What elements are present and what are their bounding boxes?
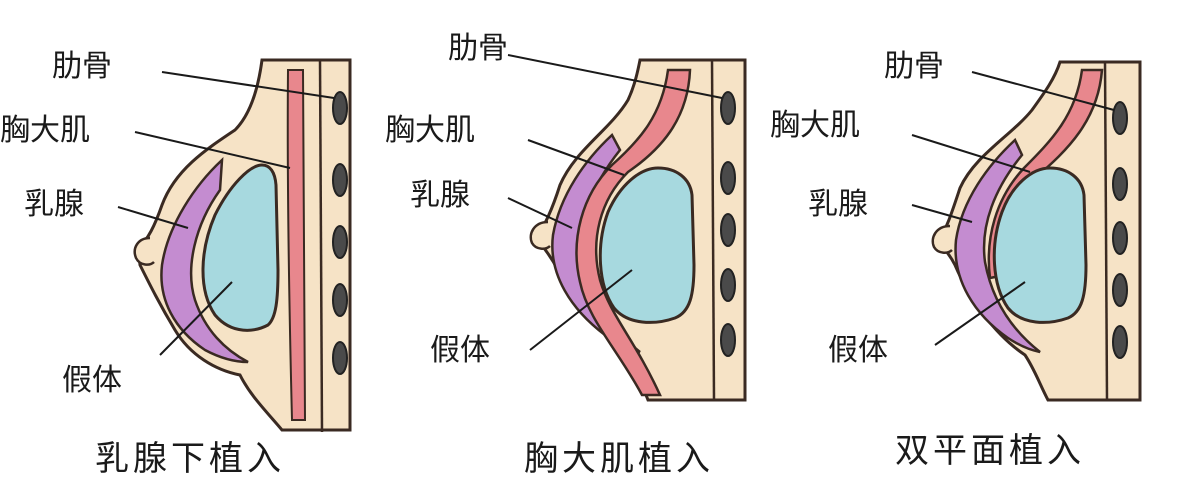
leader-lines: [911, 71, 1115, 346]
rib-icon: [1112, 167, 1128, 201]
label-implant: 假体: [430, 333, 490, 368]
rib-icon: [332, 91, 348, 125]
pectoral-muscle: [575, 68, 692, 397]
rib-icon: [332, 341, 348, 375]
label-pectoral-muscle: 胸大肌: [385, 113, 475, 148]
leader-line-implant: [159, 281, 233, 356]
leader-line-implant: [934, 281, 1026, 346]
leader-line-rib: [507, 54, 723, 99]
rib-icon: [1112, 273, 1128, 307]
caption-subglandular: 乳腺下植入: [95, 439, 285, 479]
rib-icon: [720, 91, 736, 125]
chest-wall-line: [710, 59, 716, 401]
chest-wall-line: [1103, 61, 1109, 401]
ribs: [332, 91, 348, 375]
rib-icon: [332, 225, 348, 259]
caption-dual-plane: 双平面植入: [895, 431, 1085, 471]
nipple: [529, 220, 551, 250]
panel-subglandular: 肋骨 胸大肌 乳腺 假体 乳腺下植入: [0, 49, 352, 479]
label-implant: 假体: [62, 363, 122, 398]
breast-implant: [992, 166, 1088, 324]
nipple: [133, 236, 155, 266]
leader-line-gland: [117, 206, 189, 229]
rib-icon: [720, 161, 736, 195]
label-rib: 肋骨: [884, 49, 944, 84]
label-gland: 乳腺: [24, 187, 84, 222]
leader-line-rib: [971, 71, 1115, 111]
ribs: [1112, 101, 1128, 359]
ribs: [720, 91, 736, 357]
mammary-gland: [954, 137, 1041, 354]
label-pectoral-muscle: 胸大肌: [0, 113, 90, 148]
caption-submuscular: 胸大肌植入: [524, 439, 714, 479]
leader-lines: [507, 54, 723, 351]
leader-line-muscle: [911, 134, 1031, 173]
label-pectoral-muscle: 胸大肌: [770, 108, 860, 143]
rib-icon: [720, 268, 736, 302]
leader-lines: [117, 71, 335, 356]
leader-line-gland: [911, 204, 973, 223]
label-implant: 假体: [828, 333, 888, 368]
panel-submuscular: 肋骨 胸大肌 乳腺 假体 胸大肌植入: [385, 31, 747, 479]
leader-line-rib: [161, 71, 335, 99]
breast-implant: [201, 163, 280, 332]
rib-icon: [332, 283, 348, 317]
rib-icon: [1112, 221, 1128, 255]
rib-icon: [1112, 101, 1128, 135]
chest-wall-line: [318, 59, 324, 433]
label-rib: 肋骨: [52, 49, 112, 84]
rib-icon: [1112, 325, 1128, 359]
rib-icon: [332, 163, 348, 197]
leader-line-muscle: [134, 131, 291, 169]
nipple: [931, 224, 953, 254]
label-rib: 肋骨: [448, 31, 508, 66]
label-gland: 乳腺: [410, 178, 470, 213]
breast-implant: [598, 166, 696, 324]
leader-line-gland: [507, 197, 573, 229]
rib-icon: [720, 323, 736, 357]
panel-dual-plane: 肋骨 胸大肌 乳腺 假体 双平面植入: [770, 49, 1142, 471]
mammary-gland: [160, 156, 249, 364]
pectoral-muscle: [286, 69, 307, 421]
leader-line-muscle: [527, 139, 625, 176]
rib-icon: [720, 213, 736, 247]
leader-line-implant: [529, 269, 633, 351]
label-gland: 乳腺: [808, 187, 868, 222]
